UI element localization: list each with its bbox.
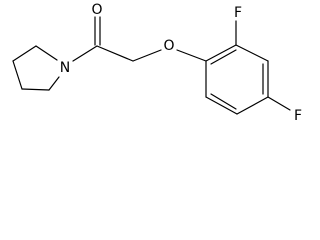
bond-ar-c1-c2 — [205, 44, 237, 62]
bond-n-c2 — [35, 45, 58, 61]
bond-ar-c2-c3 — [235, 44, 269, 62]
atom-n-pyrrolidine: N — [60, 60, 70, 76]
chemical-structure-diagram: O N O F F — [12, 2, 302, 124]
atom-o-carbonyl: O — [91, 2, 102, 18]
bond-ch2-o — [132, 49, 162, 62]
bond-c4-c5 — [21, 88, 50, 91]
bond-ar-c5-c6-inner — [210, 93, 237, 110]
bond-c4-f — [267, 96, 291, 111]
atom-o-ether: O — [163, 38, 174, 54]
bond-ar-c4-c5 — [236, 96, 269, 115]
bond-ar-c5-c6 — [205, 96, 238, 115]
bonds — [12, 16, 291, 115]
atom-f-ortho: F — [234, 5, 242, 21]
atom-labels: O N O F F — [60, 2, 302, 124]
bond-c2-c3 — [12, 45, 37, 62]
bond-ar-c1-c2-inner — [210, 49, 237, 65]
bond-c5-n — [48, 76, 60, 91]
atom-f-para: F — [294, 108, 302, 124]
bond-n-carbonyl — [72, 45, 98, 62]
bond-c3-c4 — [12, 60, 23, 90]
bond-o-c1 — [176, 49, 207, 62]
bond-carbonyl-ch2 — [96, 45, 134, 62]
